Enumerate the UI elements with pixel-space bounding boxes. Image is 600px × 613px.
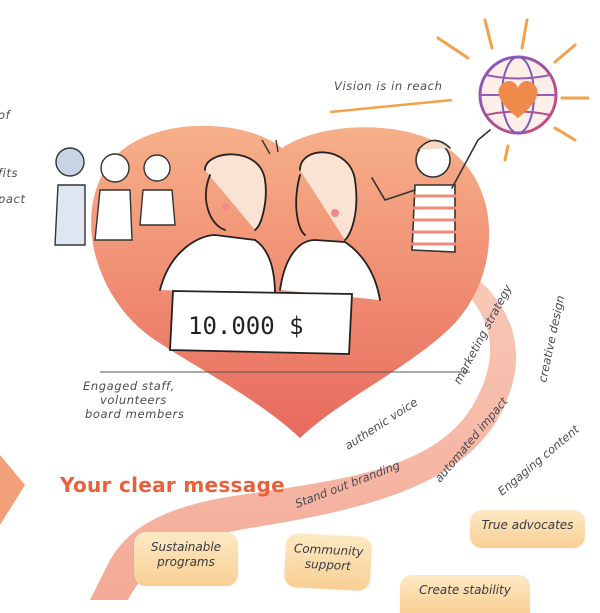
sticky-community: Community support [283,532,373,592]
staff-label-line-1: Engaged staff, [83,379,175,393]
sticky-sustainable-line-2: programs [157,555,215,569]
sticky-sustainable: Sustainable programs [134,532,238,586]
label-authentic-voice: authenic voice [342,395,420,453]
left-edge-text-1: of [0,108,11,122]
waving-figure [371,129,491,253]
left-edge-text-3: pact [0,192,26,206]
left-edge-text-2: fits [0,166,19,180]
staff-label-line-2: volunteers [100,393,167,407]
sticky-advocates: True advocates [470,510,585,548]
woman-right [279,151,381,301]
vision-underline [329,98,453,114]
check-card: 10.000 $ [169,290,353,355]
illustration-canvas: 10.000 $ authenic voice marketing strate… [0,18,590,600]
sun-rays-icon [436,18,590,162]
label-engaging-content: Engaging content [495,422,582,498]
woman-left [159,153,276,296]
sparkle-marks [261,139,279,155]
globe-heart-icon [478,55,558,135]
road-path [90,235,517,600]
left-blob [0,455,25,525]
vision-label: Vision is in reach [334,79,443,93]
sticky-stability: Create stability [400,575,530,613]
sticky-sustainable-line-1: Sustainable [150,540,222,554]
staff-group [54,147,176,246]
headline-message: Your clear message [60,473,286,497]
label-creative-design: creative design [535,294,567,384]
check-amount: 10.000 $ [188,312,304,340]
staff-label-line-3: board members [85,407,185,421]
